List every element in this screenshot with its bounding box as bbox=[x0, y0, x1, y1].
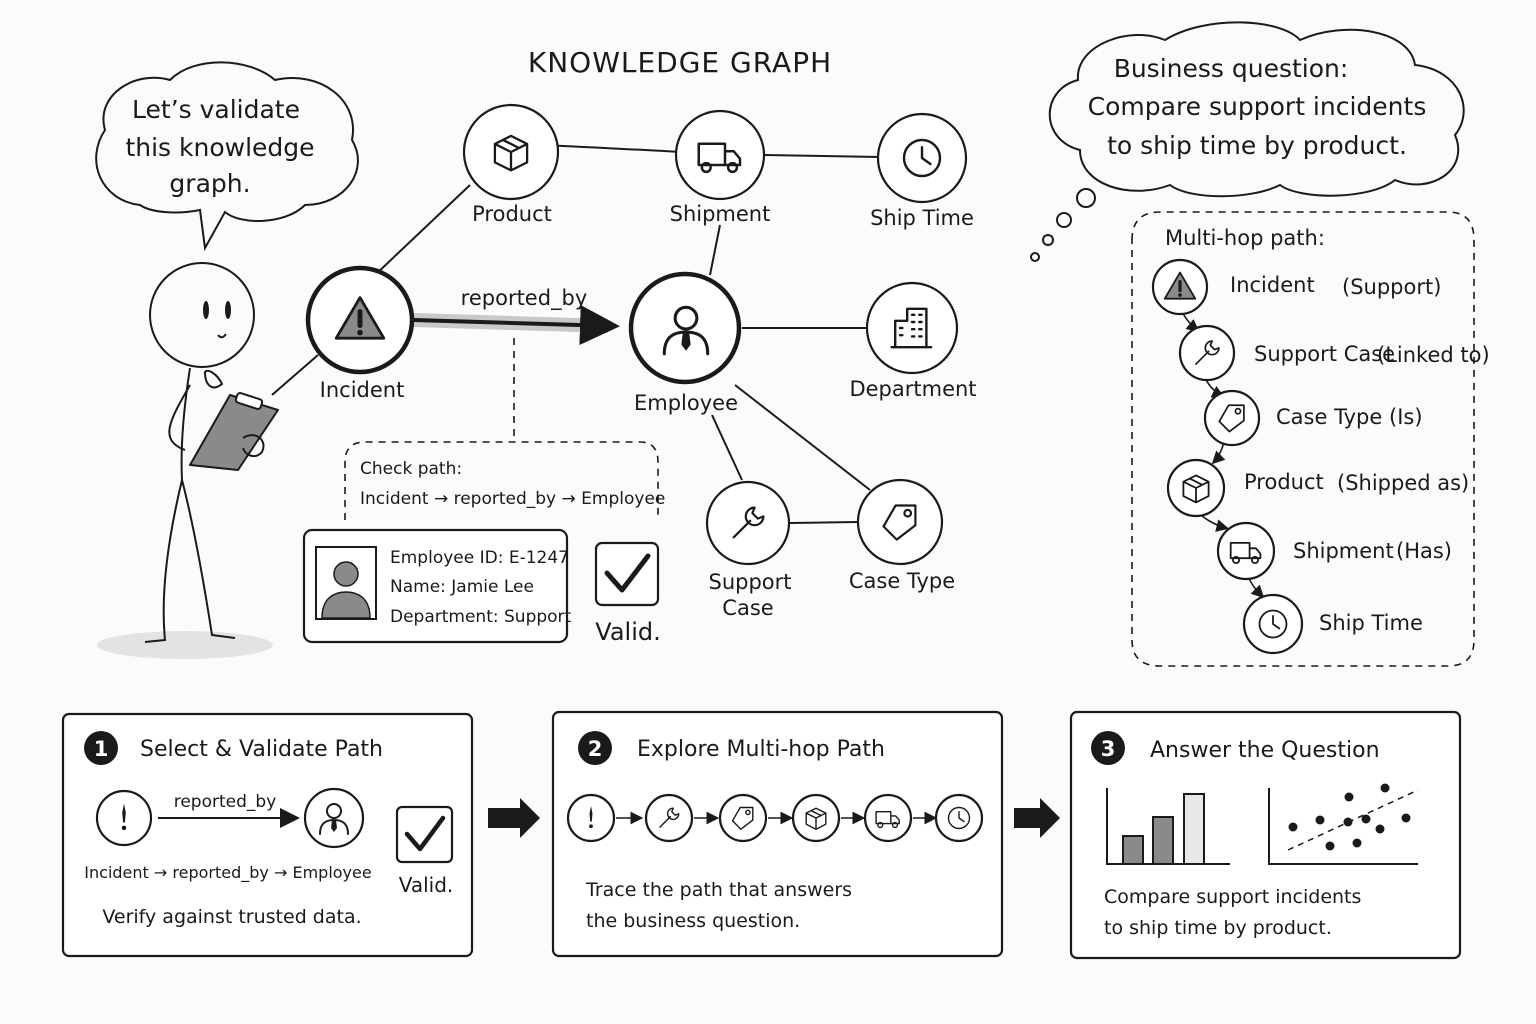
node-ship-time[interactable]: Ship Time bbox=[870, 112, 974, 230]
check-icon bbox=[404, 815, 446, 852]
node-employee-label: Employee bbox=[634, 391, 738, 415]
panel-select-validate: 1 Select & Validate Path reported_by Inc… bbox=[61, 712, 474, 958]
step-name: Incident bbox=[1230, 273, 1315, 297]
panel-caption: Verify against trusted data. bbox=[102, 906, 361, 928]
flow-arrow-icon bbox=[488, 798, 540, 838]
panel-caption-1: Compare support incidents bbox=[1104, 886, 1361, 908]
check-icon bbox=[604, 553, 651, 593]
node-product[interactable]: Product bbox=[462, 103, 560, 226]
panel-path-text: Incident → reported_by → Employee bbox=[84, 863, 371, 883]
diagram-title: KNOWLEDGE GRAPH bbox=[528, 46, 832, 79]
panel-number: 3 bbox=[1101, 737, 1116, 761]
node-product-label: Product bbox=[472, 202, 552, 226]
panel-explore-path: 2 Explore Multi-hop Path Trace the path … bbox=[551, 710, 1004, 958]
node-support-case-label-2: Case bbox=[722, 596, 773, 620]
panel-title: Answer the Question bbox=[1150, 738, 1380, 763]
multi-hop-step: Incident (Support) bbox=[1151, 258, 1441, 316]
panel-valid-label: Valid. bbox=[399, 873, 454, 897]
multi-hop-panel: Multi-hop path: Incident (Support) Suppo… bbox=[1131, 211, 1490, 667]
thought-line-2: Compare support incidents bbox=[1088, 92, 1427, 121]
multi-hop-step: Ship Time bbox=[1242, 593, 1423, 655]
step-name: Shipment bbox=[1293, 539, 1394, 563]
node-shipment-label: Shipment bbox=[670, 202, 771, 226]
employee-card: Employee ID: E-1247 Name: Jamie Lee Depa… bbox=[302, 528, 572, 644]
check-path-callout: Check path: Incident → reported_by → Emp… bbox=[344, 441, 665, 520]
employee-department: Department: Support bbox=[390, 607, 572, 627]
node-department[interactable]: Department bbox=[849, 281, 977, 401]
panel-number: 2 bbox=[588, 737, 603, 761]
step-relation: (Is) bbox=[1389, 405, 1423, 429]
valid-label: Valid. bbox=[595, 618, 660, 646]
employee-name: Name: Jamie Lee bbox=[390, 577, 534, 597]
step-relation: (Has) bbox=[1396, 539, 1452, 563]
thought-line-1: Business question: bbox=[1114, 54, 1349, 83]
panel-caption-2: to ship time by product. bbox=[1104, 917, 1332, 939]
speech-line-2: this knowledge bbox=[125, 133, 314, 162]
step-name: Product bbox=[1244, 470, 1324, 494]
reported-by-edge-label: reported_by bbox=[461, 286, 588, 311]
thought-bubble: Business question: Compare support incid… bbox=[1030, 21, 1465, 262]
panel-caption-2: the business question. bbox=[586, 910, 800, 932]
employee-id: Employee ID: E-1247 bbox=[390, 548, 569, 568]
step-relation: (Linked to) bbox=[1377, 343, 1490, 367]
node-case-type[interactable]: Case Type bbox=[849, 478, 955, 593]
step-name: Ship Time bbox=[1319, 611, 1423, 635]
panel-answer-question: 3 Answer the Question Compare support in… bbox=[1069, 710, 1462, 960]
panel-number: 1 bbox=[94, 737, 109, 761]
graph-edges bbox=[271, 144, 881, 524]
node-employee[interactable]: Employee bbox=[628, 271, 742, 415]
thought-line-3: to ship time by product. bbox=[1107, 131, 1407, 160]
panel-edge-label: reported_by bbox=[174, 792, 277, 812]
node-incident[interactable]: Incident bbox=[305, 265, 415, 402]
node-support-case[interactable]: Support Case bbox=[705, 480, 792, 620]
node-ship-time-label: Ship Time bbox=[870, 206, 974, 230]
bar-chart-icon bbox=[1106, 788, 1230, 865]
panel-caption-1: Trace the path that answers bbox=[585, 879, 852, 901]
node-incident-label: Incident bbox=[320, 378, 405, 402]
node-department-label: Department bbox=[849, 377, 976, 401]
check-path-title: Check path: bbox=[360, 459, 462, 479]
step-name: Case Type bbox=[1276, 405, 1382, 429]
valid-check: Valid. bbox=[594, 541, 661, 646]
node-shipment[interactable]: Shipment bbox=[670, 109, 771, 226]
multi-hop-step: Product (Shipped as) bbox=[1166, 458, 1469, 518]
stick-figure bbox=[97, 262, 279, 659]
node-support-case-label-1: Support bbox=[708, 570, 791, 594]
multi-hop-step: Shipment (Has) bbox=[1216, 521, 1452, 581]
node-case-type-label: Case Type bbox=[849, 569, 955, 593]
scatter-plot-icon bbox=[1268, 783, 1419, 865]
multi-hop-step: Support Case (Linked to) bbox=[1178, 324, 1490, 382]
multi-hop-step: Case Type (Is) bbox=[1203, 389, 1423, 447]
step-relation: (Support) bbox=[1342, 275, 1441, 299]
step-relation: (Shipped as) bbox=[1337, 471, 1469, 495]
speech-line-1: Let’s validate bbox=[132, 95, 300, 124]
speech-line-3: graph. bbox=[169, 169, 250, 198]
speech-bubble: Let’s validate this knowledge graph. bbox=[95, 61, 359, 252]
check-path-text: Incident → reported_by → Employee bbox=[360, 489, 665, 509]
multi-hop-title: Multi-hop path: bbox=[1165, 226, 1325, 250]
panel-title: Select & Validate Path bbox=[140, 737, 383, 762]
panel-title: Explore Multi-hop Path bbox=[637, 737, 885, 762]
step-name: Support Case bbox=[1254, 342, 1395, 366]
flow-arrow-icon bbox=[1014, 798, 1060, 838]
